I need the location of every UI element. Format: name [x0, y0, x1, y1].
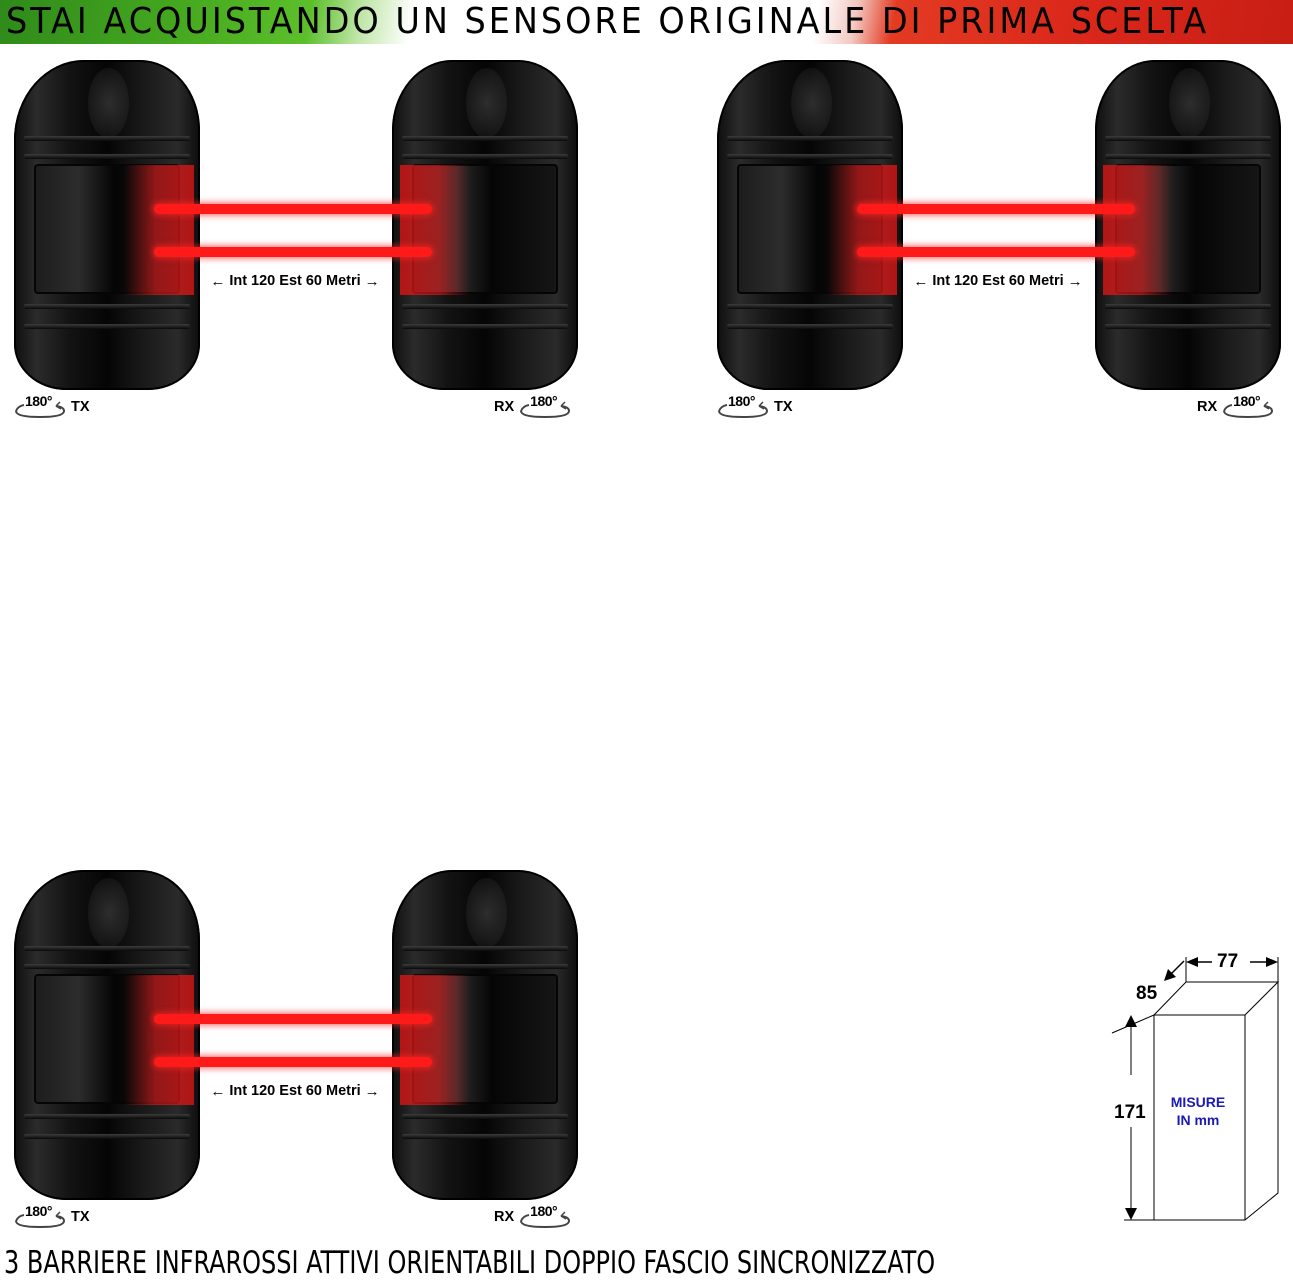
- rx-sensor: [392, 60, 578, 390]
- depth-value: 85: [1136, 983, 1158, 1004]
- rx-label: RX 180°: [1197, 393, 1276, 419]
- arrow-right-icon: →: [1067, 272, 1083, 290]
- distance-label: ← Int 120 Est 60 Metri →: [913, 272, 1083, 290]
- rotation-180-icon: 180°: [517, 1203, 573, 1229]
- tx-label: 180° TX: [12, 393, 90, 419]
- tx-label: 180° TX: [715, 393, 793, 419]
- rx-label: RX 180°: [494, 1203, 573, 1229]
- tx-sensor: [14, 60, 200, 390]
- ir-beam-upper: [857, 204, 1135, 214]
- top-banner: STAI ACQUISTANDO UN SENSORE ORIGINALE DI…: [0, 0, 1293, 44]
- rx-label: RX 180°: [494, 393, 573, 419]
- arrow-left-icon: ←: [210, 272, 226, 290]
- box-outline-icon: [1111, 957, 1280, 1221]
- dimensions-diagram: 77 85 171 MISURE IN mm: [1100, 945, 1290, 1230]
- tx-sensor: [717, 60, 903, 390]
- distance-label: ← Int 120 Est 60 Metri →: [210, 1082, 380, 1100]
- sensor-pair-1: ← Int 120 Est 60 Metri → 180° TX RX 180°: [0, 50, 590, 430]
- rotation-180-icon: 180°: [12, 393, 68, 419]
- sensor-pair-3: ← Int 120 Est 60 Metri → 180° TX RX 180°: [0, 860, 590, 1240]
- ir-beam-lower: [154, 1057, 432, 1067]
- rotation-180-icon: 180°: [715, 393, 771, 419]
- rotation-180-icon: 180°: [517, 393, 573, 419]
- product-caption: 3 BARRIERE INFRAROSSI ATTIVI ORIENTABILI…: [4, 1245, 936, 1281]
- banner-title: STAI ACQUISTANDO UN SENSORE ORIGINALE DI…: [6, 1, 1210, 42]
- tx-label: 180° TX: [12, 1203, 90, 1229]
- arrow-right-icon: →: [364, 272, 380, 290]
- tx-sensor: [14, 870, 200, 1200]
- rx-sensor: [392, 870, 578, 1200]
- rx-sensor: [1095, 60, 1281, 390]
- rotation-180-icon: 180°: [12, 1203, 68, 1229]
- width-value: 77: [1217, 951, 1239, 972]
- distance-label: ← Int 120 Est 60 Metri →: [210, 272, 380, 290]
- arrow-right-icon: →: [364, 1082, 380, 1100]
- sensor-pair-2: ← Int 120 Est 60 Metri → 180° TX RX 180°: [703, 50, 1293, 430]
- ir-beam-lower: [154, 247, 432, 257]
- ir-beam-upper: [154, 204, 432, 214]
- arrow-left-icon: ←: [913, 272, 929, 290]
- rotation-180-icon: 180°: [1220, 393, 1276, 419]
- height-value: 171: [1114, 1102, 1146, 1123]
- ir-beam-lower: [857, 247, 1135, 257]
- arrow-left-icon: ←: [210, 1082, 226, 1100]
- units-note: MISURE IN mm: [1170, 1094, 1226, 1128]
- ir-beam-upper: [154, 1014, 432, 1024]
